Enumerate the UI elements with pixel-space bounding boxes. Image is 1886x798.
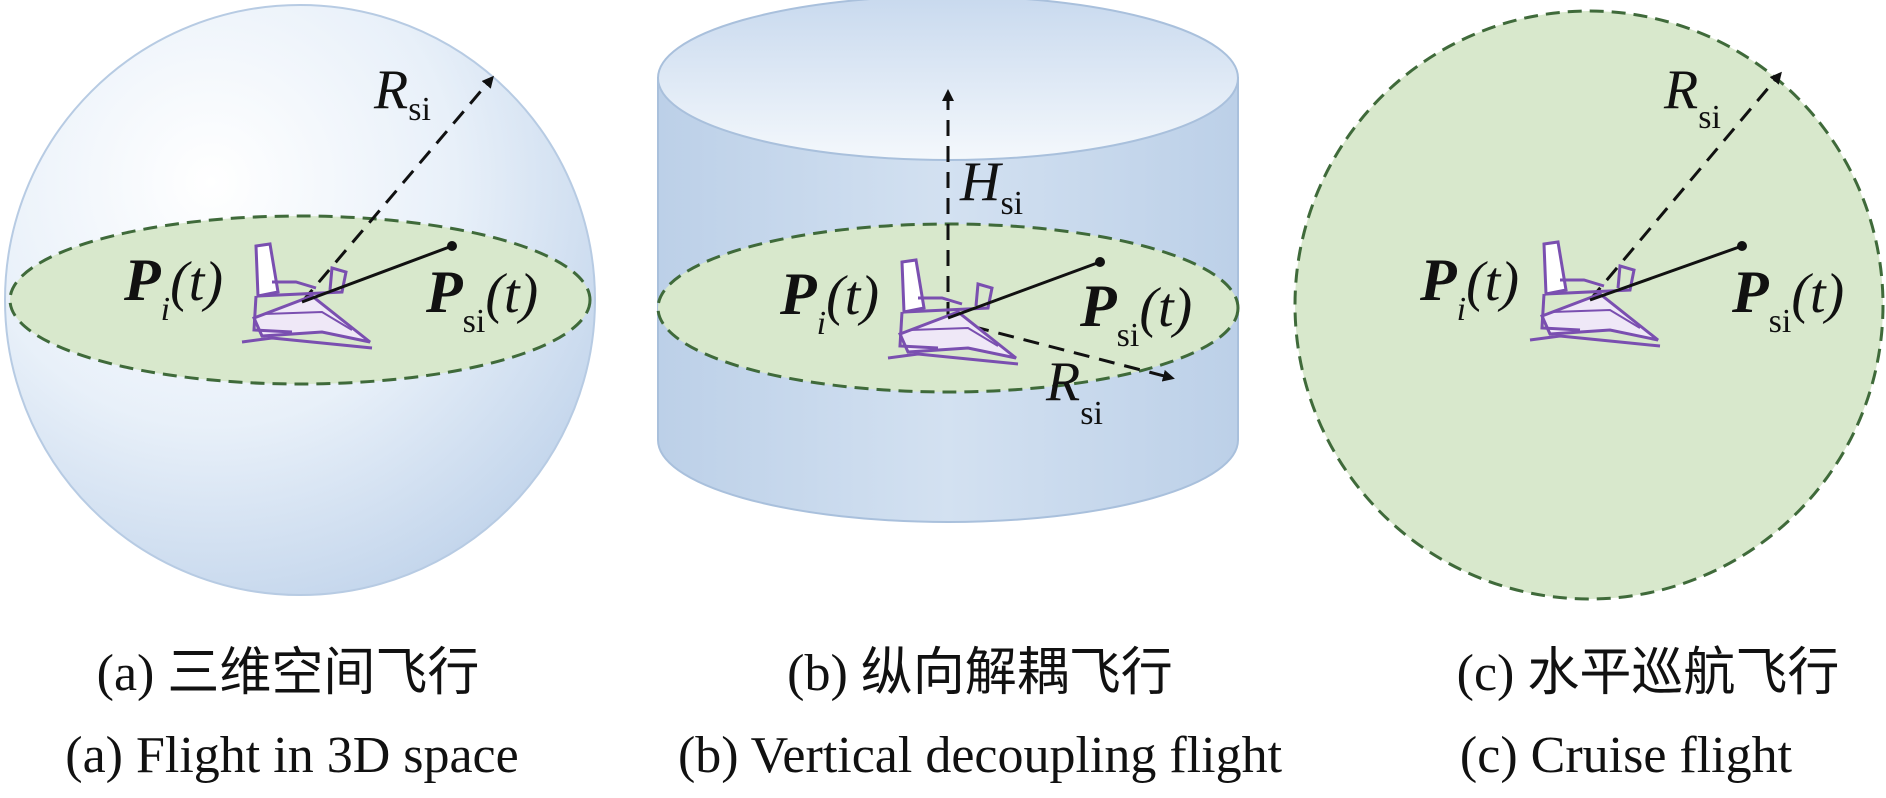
target-point xyxy=(1095,257,1105,267)
height-label: Hsi xyxy=(959,151,1023,222)
target-label: Psi(t) xyxy=(1079,273,1192,354)
target-vector xyxy=(947,260,1101,320)
radius-arrow xyxy=(947,318,1175,382)
radius-arrow xyxy=(300,75,494,303)
panel-c-circle: Rsi Pi(t) Psi(t) xyxy=(1293,9,1885,601)
target-label: Psi(t) xyxy=(425,259,538,340)
panel-b-cylinder: Hsi Rsi Pi(t) Psi(t) xyxy=(656,0,1240,523)
caption-b-cn: (b) 纵向解耦飞行 xyxy=(787,645,1173,702)
panel-a-sphere: Rsi Pi(t) Psi(t) xyxy=(4,4,596,596)
caption-a-cn: (a) 三维空间飞行 xyxy=(97,645,480,702)
radius-label: Rsi xyxy=(373,59,431,128)
target-point xyxy=(447,241,457,251)
target-point xyxy=(1737,241,1747,251)
position-label: Pi(t) xyxy=(779,261,879,342)
caption-c-cn: (c) 水平巡航飞行 xyxy=(1457,645,1840,702)
caption-c-en: (c) Cruise flight xyxy=(1460,727,1793,784)
position-label: Pi(t) xyxy=(1419,247,1519,328)
radius-arrow xyxy=(1588,71,1782,301)
target-vector xyxy=(1589,244,1743,302)
position-label: Pi(t) xyxy=(123,247,223,328)
target-label: Psi(t) xyxy=(1731,259,1844,340)
caption-b-en: (b) Vertical decoupling flight xyxy=(678,727,1283,784)
caption-a-en: (a) Flight in 3D space xyxy=(65,727,518,784)
target-vector xyxy=(301,244,453,304)
radius-label: Rsi xyxy=(1045,351,1103,432)
radius-label: Rsi xyxy=(1663,59,1721,136)
